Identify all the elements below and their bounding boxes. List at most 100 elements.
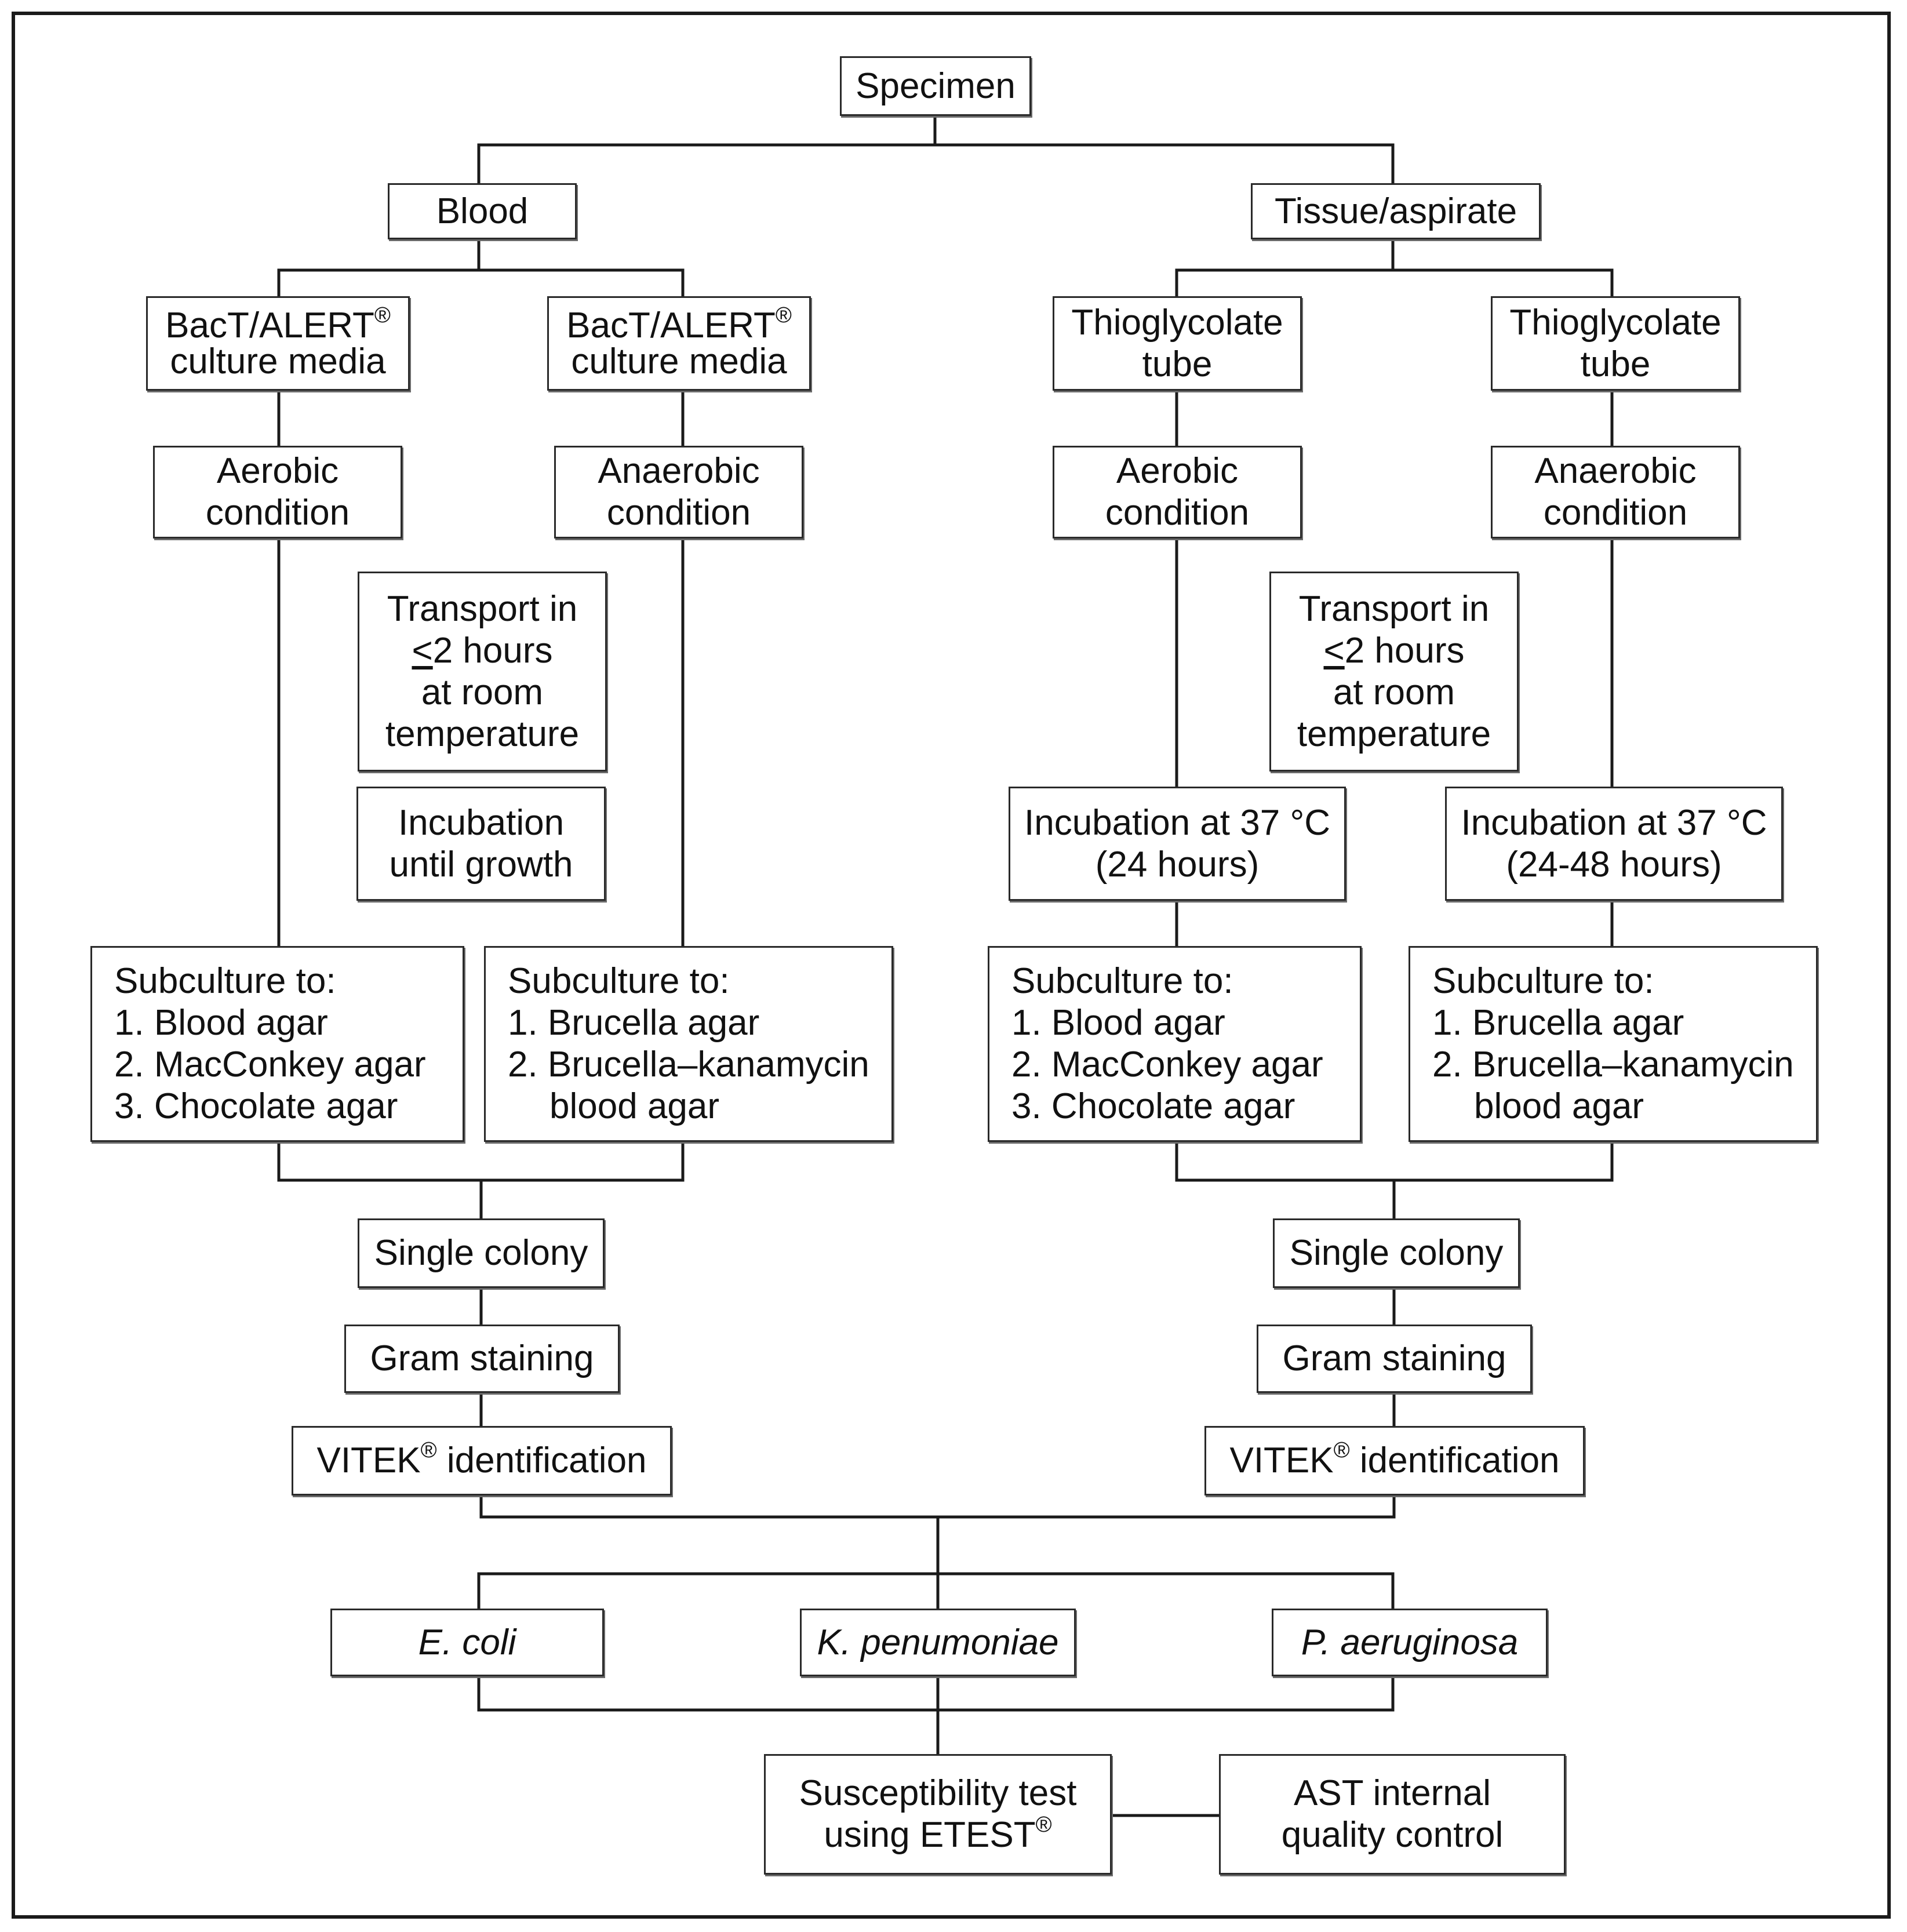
subculture-item: 1. Blood agar (1011, 1003, 1225, 1043)
blood-transport-line4: temperature (385, 714, 580, 754)
blood-anaerobic-condition-box: Anaerobic condition (554, 446, 803, 539)
tissue-incubation-aerobic-line1: Incubation at 37 °C (1024, 802, 1331, 843)
kpneumoniae-box: K. penumoniae (800, 1609, 1076, 1676)
tissue-incubation-anaerobic-box: Incubation at 37 °C (24-48 hours) (1445, 787, 1783, 901)
tissue-incubation-aerobic-box: Incubation at 37 °C (24 hours) (1009, 787, 1346, 901)
subculture-item: 2. Brucella–kanamycin (1432, 1045, 1794, 1085)
gram-staining-label: Gram staining (370, 1338, 594, 1378)
blood-transport-line1: Transport in (387, 588, 578, 629)
blood-aerobic-line2: condition (205, 493, 350, 533)
bact-alert-anaerobic-line2: culture media (571, 341, 787, 381)
less-than-or-equal-symbol: < (412, 630, 433, 671)
ecoli-label: E. coli (418, 1622, 516, 1662)
blood-transport-line2: <2 hours (412, 630, 553, 671)
blood-box: Blood (388, 183, 577, 239)
subculture-header: Subculture to: (1011, 961, 1233, 1001)
paeruginosa-box: P. aeruginosa (1272, 1609, 1548, 1676)
blood-aerobic-line1: Aerobic (216, 451, 339, 491)
bact-alert-anaerobic-box: BacT/ALERT® culture media (547, 296, 811, 391)
thioglycolate-anaerobic-line2: tube (1580, 344, 1651, 384)
subculture-item: 2. Brucella–kanamycin (508, 1045, 869, 1085)
gram-staining-label: Gram staining (1282, 1338, 1506, 1378)
thioglycolate-anaerobic-box: Thioglycolate tube (1491, 296, 1740, 391)
blood-gram-staining-box: Gram staining (344, 1325, 620, 1393)
thioglycolate-aerobic-box: Thioglycolate tube (1053, 296, 1302, 391)
subculture-item: 1. Brucella agar (508, 1003, 760, 1043)
single-colony-label: Single colony (374, 1233, 588, 1273)
subculture-item-continuation: blood agar (549, 1086, 720, 1126)
tissue-aspirate-label: Tissue/aspirate (1274, 191, 1517, 231)
tissue-aerobic-condition-box: Aerobic condition (1053, 446, 1302, 539)
thioglycolate-aerobic-line2: tube (1142, 344, 1213, 384)
tissue-transport-line2: <2 hours (1323, 630, 1465, 671)
subculture-item: 2. MacConkey agar (1011, 1045, 1323, 1085)
blood-anaerobic-line1: Anaerobic (598, 451, 760, 491)
diagram-frame (12, 12, 1891, 1919)
ast-quality-control-box: AST internal quality control (1219, 1754, 1566, 1875)
tissue-incubation-aerobic-line2: (24 hours) (1095, 844, 1260, 885)
subculture-item-continuation: blood agar (1474, 1086, 1644, 1126)
tissue-aspirate-box: Tissue/aspirate (1251, 183, 1541, 239)
blood-transport-box: Transport in <2 hours at room temperatur… (358, 572, 607, 772)
registered-mark: ® (420, 1438, 437, 1462)
bact-alert-anaerobic-line1: BacT/ALERT® (566, 303, 792, 345)
blood-incubation-box: Incubation until growth (356, 787, 606, 901)
bact-alert-aerobic-line2: culture media (170, 341, 386, 381)
specimen-label: Specimen (856, 66, 1016, 106)
registered-mark: ® (1035, 1813, 1052, 1837)
tissue-single-colony-box: Single colony (1273, 1218, 1520, 1288)
tissue-incubation-anaerobic-line1: Incubation at 37 °C (1461, 802, 1767, 843)
tissue-transport-line3: at room (1333, 672, 1455, 712)
blood-anaerobic-line2: condition (606, 493, 751, 533)
tissue-aerobic-line2: condition (1105, 493, 1250, 533)
blood-transport-line3: at room (421, 672, 544, 712)
tissue-transport-line1: Transport in (1298, 588, 1490, 629)
tissue-transport-line4: temperature (1297, 714, 1491, 754)
tissue-aerobic-line1: Aerobic (1116, 451, 1239, 491)
tissue-incubation-anaerobic-line2: (24-48 hours) (1506, 844, 1722, 885)
tissue-anaerobic-condition-box: Anaerobic condition (1491, 446, 1740, 539)
blood-vitek-box: VITEK® identification (292, 1426, 672, 1496)
kpneumoniae-label: K. penumoniae (817, 1622, 1059, 1662)
single-colony-label: Single colony (1289, 1233, 1504, 1273)
ast-qc-line1: AST internal (1293, 1773, 1491, 1813)
blood-aerobic-condition-box: Aerobic condition (153, 446, 402, 539)
tissue-transport-box: Transport in <2 hours at room temperatur… (1269, 572, 1519, 772)
subculture-item: 3. Chocolate agar (1011, 1086, 1295, 1126)
specimen-box: Specimen (840, 56, 1031, 116)
tissue-vitek-box: VITEK® identification (1204, 1426, 1585, 1496)
registered-mark: ® (1333, 1438, 1350, 1462)
blood-label: Blood (436, 191, 529, 231)
bact-alert-aerobic-box: BacT/ALERT® culture media (146, 296, 410, 391)
registered-mark: ® (374, 303, 391, 328)
subculture-header: Subculture to: (1432, 961, 1654, 1001)
thioglycolate-anaerobic-line1: Thioglycolate (1509, 302, 1722, 343)
subculture-item: 2. MacConkey agar (114, 1045, 426, 1085)
tissue-gram-staining-box: Gram staining (1257, 1325, 1532, 1393)
subculture-item: 1. Blood agar (114, 1003, 328, 1043)
bact-alert-aerobic-line1: BacT/ALERT® (165, 303, 391, 345)
tissue-subculture-aerobic-box: Subculture to: 1. Blood agar 2. MacConke… (988, 946, 1362, 1142)
susceptibility-line2: using ETEST® (824, 1813, 1052, 1855)
less-than-or-equal-symbol: < (1323, 630, 1345, 671)
tissue-subculture-anaerobic-box: Subculture to: 1. Brucella agar 2. Bruce… (1409, 946, 1818, 1142)
tissue-anaerobic-line2: condition (1543, 493, 1688, 533)
blood-incubation-line2: until growth (389, 844, 573, 885)
paeruginosa-label: P. aeruginosa (1301, 1622, 1519, 1662)
subculture-header: Subculture to: (114, 961, 336, 1001)
blood-single-colony-box: Single colony (358, 1218, 605, 1288)
subculture-item: 3. Chocolate agar (114, 1086, 398, 1126)
vitek-identification-label: VITEK® identification (1229, 1438, 1560, 1480)
ast-qc-line2: quality control (1281, 1815, 1504, 1855)
susceptibility-line1: Susceptibility test (799, 1773, 1077, 1813)
registered-mark: ® (775, 303, 792, 328)
ecoli-box: E. coli (330, 1609, 604, 1676)
thioglycolate-aerobic-line1: Thioglycolate (1071, 302, 1283, 343)
vitek-identification-label: VITEK® identification (316, 1438, 647, 1480)
susceptibility-test-box: Susceptibility test using ETEST® (764, 1754, 1112, 1875)
blood-subculture-aerobic-box: Subculture to: 1. Blood agar 2. MacConke… (90, 946, 464, 1142)
blood-incubation-line1: Incubation (398, 802, 565, 843)
tissue-anaerobic-line1: Anaerobic (1534, 451, 1697, 491)
subculture-item: 1. Brucella agar (1432, 1003, 1684, 1043)
